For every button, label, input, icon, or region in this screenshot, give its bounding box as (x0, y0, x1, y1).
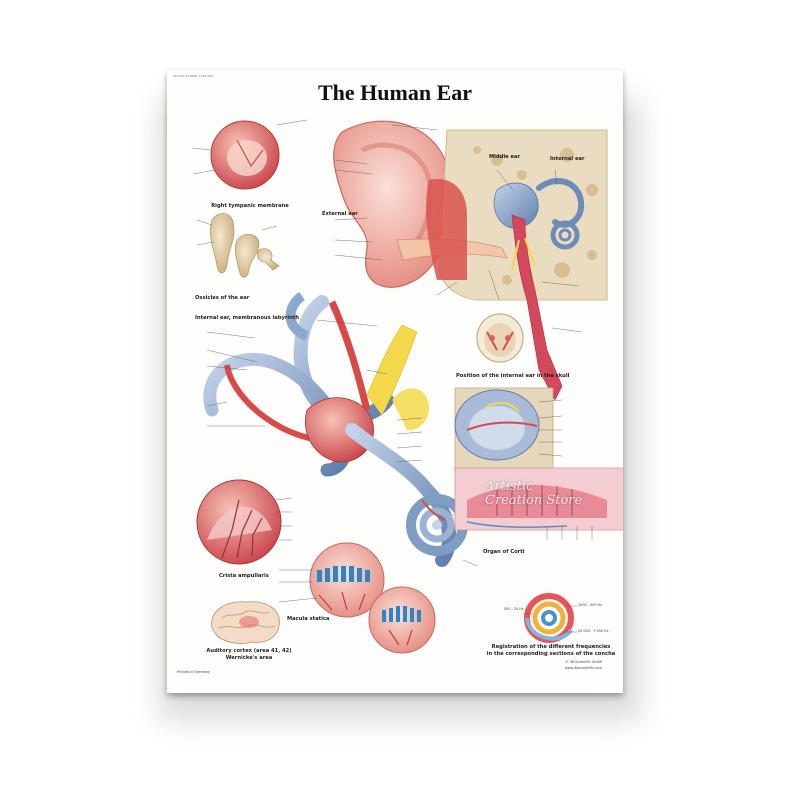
poster: VP-CH2 #CHART 7180 000 The Human Ear (167, 70, 623, 693)
label-external-ear: External ear (322, 211, 358, 217)
label-membranous-labyrinth: Internal ear, membranous labyrinth (195, 315, 300, 321)
label-macula-statica: Macula statica (287, 616, 330, 622)
footer-printed: Printed in Germany (177, 670, 210, 674)
label-registration-line1: Registration of the different frequencie… (491, 644, 611, 650)
external-middle-ear-figure (333, 120, 608, 401)
label-crista-ampullaris: Crista ampullaris (219, 573, 269, 579)
membranous-labyrinth-figure (203, 291, 478, 567)
skull-position-figure (476, 313, 524, 363)
label-organ-of-corti: Organ of Corti (483, 549, 525, 555)
anatomy-illustration (191, 119, 623, 654)
label-internal-ear: Internal ear (550, 156, 585, 162)
frequency-cochlea-figure (523, 593, 577, 643)
macula-statica-figure (278, 542, 436, 654)
tympanic-membrane-figure (191, 119, 308, 190)
ossicles-figure (196, 213, 280, 278)
watermark-line2: Creation Store (485, 493, 583, 508)
watermark: Artistic Creation Store (485, 480, 582, 508)
label-wernicke-area: Wernicke's area (225, 655, 273, 661)
poster-code: VP-CH2 #CHART 7180 000 (173, 74, 213, 78)
watermark-line1: Artistic (485, 479, 534, 494)
freq-label-1: 500 - 20 Hz (504, 607, 524, 611)
label-ossicles: Ossicles of the ear (195, 295, 250, 301)
freq-label-2: 1000 - 500 Hz (578, 603, 602, 607)
label-tympanic-membrane: Right tympanic membrane (211, 203, 289, 209)
label-skull-position: Position of the internal ear in the skul… (456, 373, 570, 379)
freq-label-3: 20 000 - 7 000 Hz (578, 629, 609, 633)
footer-web: www.3bscientific.com (565, 666, 602, 670)
crista-ampullaris-figure (196, 479, 293, 565)
poster-title: The Human Ear (317, 80, 473, 105)
cochlea-section-figure (454, 387, 563, 479)
footer-publisher: © 3B Scientific GmbH (565, 660, 603, 664)
brain-figure (211, 601, 280, 644)
label-auditory-cortex: Auditory cortex (area 41, 42) (206, 648, 292, 654)
label-middle-ear: Middle ear (489, 154, 521, 160)
label-registration-line2: in the corresponding sections of the con… (486, 651, 616, 657)
organ-of-corti-figure (454, 467, 623, 540)
